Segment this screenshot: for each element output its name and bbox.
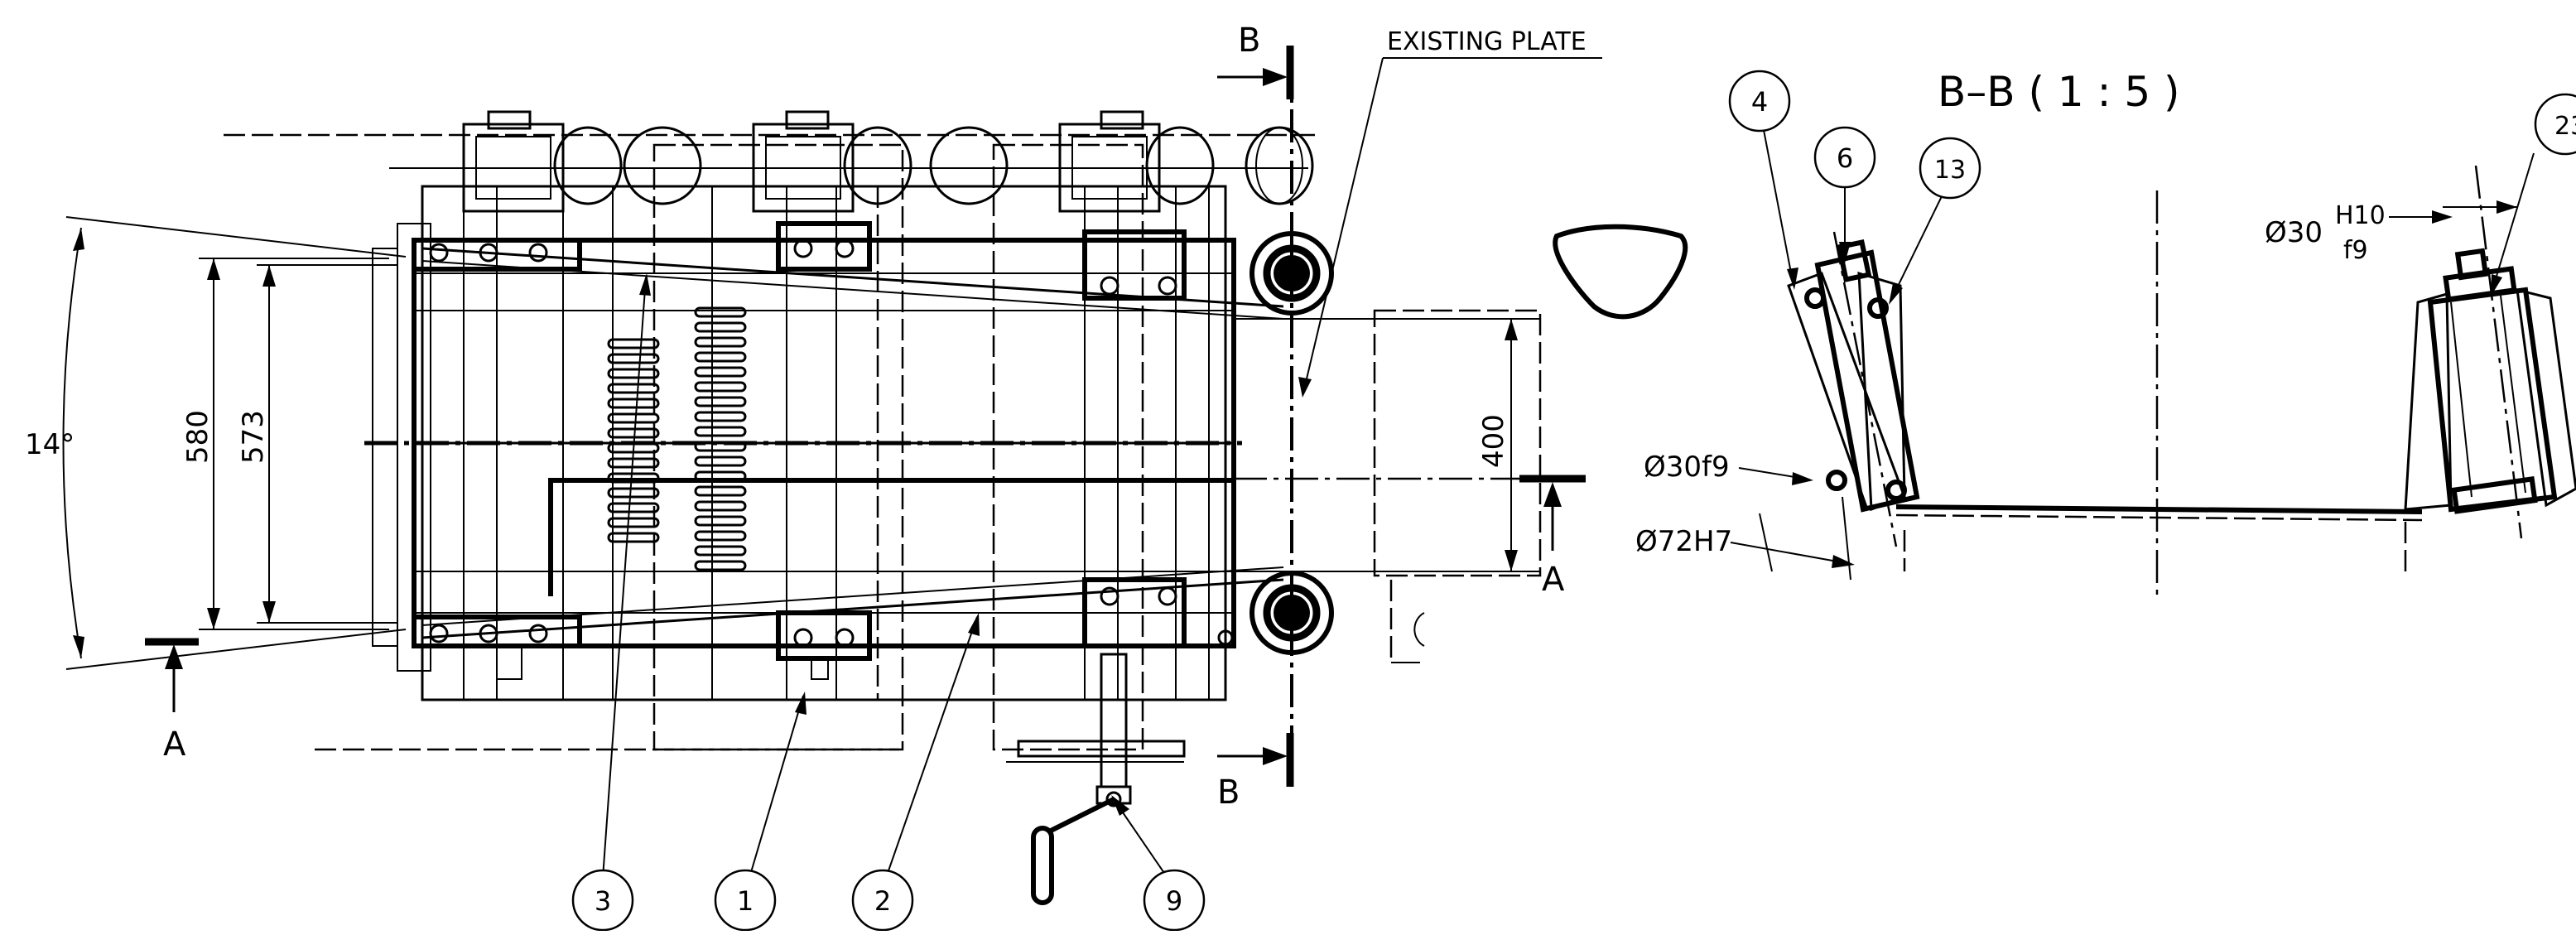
section-label-b-bottom: B <box>1217 774 1240 812</box>
balloon-1-label: 1 <box>737 885 754 917</box>
section-label-a-right: A <box>1542 561 1565 599</box>
section-label-a-left: A <box>163 725 186 764</box>
balloon-4: 4 <box>1728 70 1791 133</box>
existing-plate-note: EXISTING PLATE <box>1387 27 1587 56</box>
balloon-6-label: 6 <box>1837 142 1853 174</box>
dimensions-section <box>1730 200 2517 581</box>
dimension-angle: 14° <box>25 428 75 461</box>
existing-plate-profile <box>1553 224 1688 320</box>
section-label-b-top: B <box>1238 22 1260 60</box>
slot-column-right <box>694 306 747 571</box>
balloon-13: 13 <box>1919 137 1981 200</box>
balloon-23-label: 23 <box>2554 112 2576 141</box>
dimension-fit-h10: H10 <box>2335 201 2386 230</box>
balloon-3-label: 3 <box>595 885 611 917</box>
dimension-dia-72h7: Ø72H7 <box>1635 525 1732 558</box>
balloon-9: 9 <box>1143 869 1206 932</box>
section-view-left-part <box>1787 190 2423 596</box>
dimension-400: 400 <box>1477 414 1510 468</box>
balloon-leaders-plan <box>602 273 1168 879</box>
section-markers <box>145 46 1586 787</box>
dimension-573: 573 <box>237 410 270 464</box>
balloon-2: 2 <box>851 869 914 932</box>
dimension-580: 580 <box>181 410 214 464</box>
balloon-3: 3 <box>571 869 634 932</box>
dimension-dia-30: Ø30 <box>2265 216 2323 249</box>
dimensions-plan <box>62 216 1540 670</box>
balloon-1: 1 <box>714 869 777 932</box>
dimension-fit-f9: f9 <box>2343 236 2368 265</box>
balloon-9-label: 9 <box>1166 885 1182 917</box>
balloon-13-label: 13 <box>1934 156 1966 185</box>
balloon-23: 23 <box>2534 93 2576 156</box>
balloon-4-label: 4 <box>1751 86 1768 118</box>
section-view-right-part <box>2404 165 2576 571</box>
balloon-6: 6 <box>1813 126 1876 189</box>
section-view-title: B–B ( 1 : 5 ) <box>1938 68 2180 116</box>
balloon-2-label: 2 <box>874 885 891 917</box>
crank-handle <box>1006 653 1186 905</box>
plan-view <box>224 110 1688 905</box>
dimension-dia-30f9: Ø30f9 <box>1644 451 1730 484</box>
